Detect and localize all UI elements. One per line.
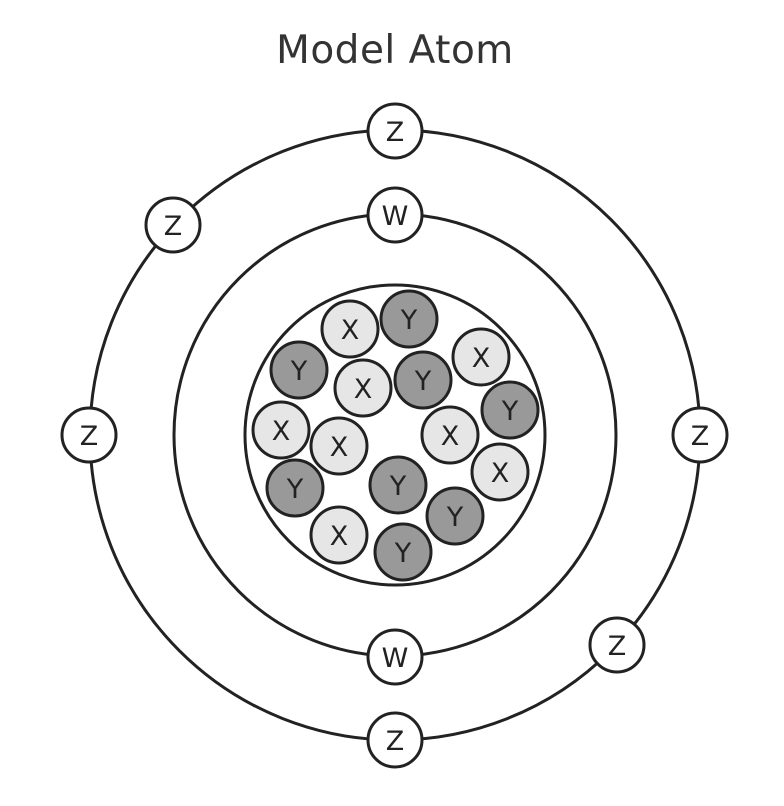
nucleus-particle-y: Y xyxy=(480,380,540,440)
nucleus-particle-y: Y xyxy=(379,289,439,349)
outer-shell-electron-label: Z xyxy=(80,421,99,452)
nucleus-particle-x-circle xyxy=(320,299,380,359)
outer-shell-electron-circle xyxy=(60,406,118,464)
nucleus-particle-x-circle xyxy=(309,416,369,476)
inner-shell-electron-label: W xyxy=(382,643,409,674)
outer-shell-electron-label: Z xyxy=(164,211,183,242)
nucleus-particle-x-circle xyxy=(251,400,311,460)
nucleus-particle-x-label: X xyxy=(272,416,291,447)
outer-shell-electron-label: Z xyxy=(608,631,627,662)
nucleus-particle-x: X xyxy=(251,400,311,460)
nucleus-particle-x: X xyxy=(309,416,369,476)
outer-shell-electron: Z xyxy=(366,711,424,769)
nucleus-particle-y-circle xyxy=(425,486,485,546)
nucleus-particle-x-label: X xyxy=(354,374,373,405)
inner-shell-electron-circle xyxy=(366,628,424,686)
nucleus-particle-x: X xyxy=(309,505,369,565)
nucleus-particle-y: Y xyxy=(269,340,329,400)
inner-shell-electron-circle xyxy=(366,186,424,244)
nucleus-particle-x-label: X xyxy=(341,315,360,346)
outer-shell-electron: Z xyxy=(60,406,118,464)
nucleus-particle-y-circle xyxy=(379,289,439,349)
nucleus-particle-y: Y xyxy=(265,458,325,518)
outer-shell-electron-circle xyxy=(144,196,202,254)
outer-shell-electron-circle xyxy=(588,616,646,674)
outer-shell-electron: Z xyxy=(366,102,424,160)
electrons: W W Z Z Z Z Z Z xyxy=(60,102,729,769)
nucleus-particle-x: X xyxy=(451,327,511,387)
outer-shell-electron-circle xyxy=(366,711,424,769)
nucleus-particle-x-label: X xyxy=(472,343,491,374)
outer-shell-electron-label: Z xyxy=(386,726,405,757)
outer-shell-electron: Z xyxy=(588,616,646,674)
nucleus-particle-x-label: X xyxy=(330,432,349,463)
nucleus-particle-x-circle xyxy=(420,405,480,465)
nucleus-particle-y-circle xyxy=(265,458,325,518)
nucleus-particle-y: Y xyxy=(373,522,433,582)
inner-orbit xyxy=(172,212,618,658)
nucleus-particle-y: Y xyxy=(368,455,428,515)
outer-shell-electron-circle xyxy=(366,102,424,160)
outer-shell-electron: Z xyxy=(671,406,729,464)
nucleus-particle-y-label: Y xyxy=(286,474,304,505)
nucleus-particle-y-label: Y xyxy=(414,366,432,397)
nucleus-particle-y-label: Y xyxy=(290,356,308,387)
nucleus-particle-x: X xyxy=(420,405,480,465)
nucleus-particle-y-circle xyxy=(269,340,329,400)
nucleus-particle-x: X xyxy=(320,299,380,359)
nucleus-boundary xyxy=(243,283,547,587)
inner-shell-electron: W xyxy=(366,186,424,244)
nucleus-particle-y-label: Y xyxy=(501,396,519,427)
nucleus-particle-x-circle xyxy=(309,505,369,565)
nucleus-particle-y-label: Y xyxy=(446,502,464,533)
nucleus-particle-x: X xyxy=(333,358,393,418)
nucleus-particle-y-circle xyxy=(368,455,428,515)
nucleus-particle-y-circle xyxy=(393,350,453,410)
nucleus-particle-x-label: X xyxy=(441,421,460,452)
page-title: Model Atom xyxy=(276,28,514,73)
nucleus-particle-x-circle xyxy=(470,442,530,502)
nucleus-particle-y-label: Y xyxy=(394,538,412,569)
nucleus-particle-x-label: X xyxy=(330,521,349,552)
outer-shell-electron-circle xyxy=(671,406,729,464)
outer-shell-electron-label: Z xyxy=(386,117,405,148)
nucleus-particle-y-circle xyxy=(373,522,433,582)
inner-shell-electron: W xyxy=(366,628,424,686)
nucleus-particle-y: Y xyxy=(425,486,485,546)
nucleus-particle-y: Y xyxy=(393,350,453,410)
nucleus-particle-x-circle xyxy=(333,358,393,418)
nucleus-particle-y-label: Y xyxy=(400,305,418,336)
nucleus-particle-y-label: Y xyxy=(389,471,407,502)
nucleus-particle-x-label: X xyxy=(491,458,510,489)
nucleus-particle-x-circle xyxy=(451,327,511,387)
nucleus-particle-x: X xyxy=(470,442,530,502)
outer-shell-electron-label: Z xyxy=(691,421,710,452)
nucleus-particle-y-circle xyxy=(480,380,540,440)
inner-shell-electron-label: W xyxy=(382,201,409,232)
outer-shell-electron: Z xyxy=(144,196,202,254)
